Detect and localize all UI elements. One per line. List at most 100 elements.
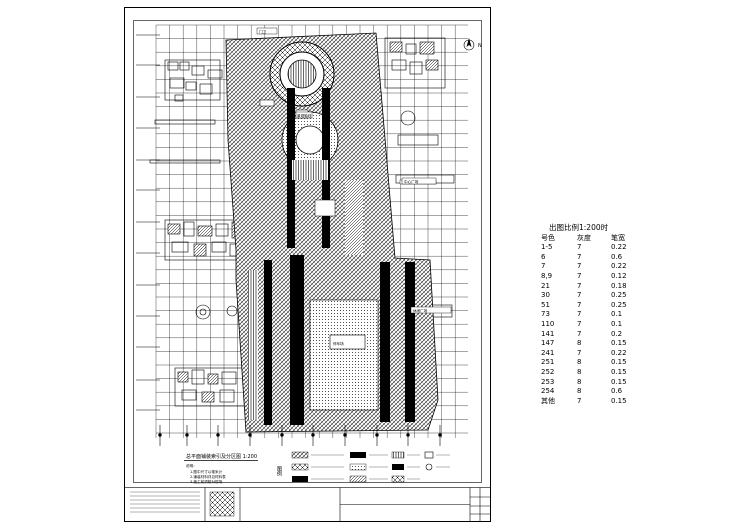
note-line-1: 说明：	[186, 463, 197, 468]
pen-table-row: 253 8 0.15	[541, 378, 651, 388]
pen-table-row: 251 8 0.15	[541, 358, 651, 368]
pen-gray: 8	[577, 367, 582, 376]
north-label: N	[478, 43, 482, 49]
header-color-no: 号色	[541, 233, 555, 242]
pen-table-row: 147 8 0.15	[541, 339, 651, 349]
pen-table-row: 30 7 0.25	[541, 291, 651, 301]
pen-color-no: 73	[541, 310, 550, 319]
pen-gray: 7	[577, 243, 582, 252]
pen-gray: 7	[577, 291, 582, 300]
pen-width: 0.6	[611, 252, 623, 261]
plan-caption: 总平面铺装索引及分区图 1:200	[186, 453, 257, 460]
bottom-index-ticks	[158, 425, 442, 446]
header-gray: 灰度	[577, 233, 591, 242]
pen-gray: 7	[577, 319, 582, 328]
legend: 图例	[276, 451, 450, 483]
plan-caption-block: 总平面铺装索引及分区图 1:200 说明： 1.图中尺寸以毫米计 2.铺装材料详…	[184, 453, 258, 484]
pen-width: 0.15	[611, 339, 627, 348]
note-line-4: 3.施工前须核对现场	[190, 479, 223, 484]
tag-leisure: 休闲广场	[413, 308, 428, 313]
pen-color-no: 251	[541, 358, 555, 367]
index-dot	[280, 433, 284, 437]
pen-width: 0.1	[611, 310, 623, 319]
pen-width: 0.12	[611, 271, 627, 280]
west-buildings	[149, 59, 266, 407]
tag-gate: 门卫	[259, 29, 267, 34]
note-line-3: 2.铺装材料详见材料表	[190, 474, 226, 479]
index-dot	[185, 433, 189, 437]
pen-color-no: 110	[541, 319, 555, 328]
axis-paving	[248, 88, 437, 425]
pen-width: 0.22	[611, 348, 627, 357]
pen-width: 0.22	[611, 243, 627, 252]
pen-width: 0.18	[611, 281, 627, 290]
pen-color-no: 254	[541, 387, 555, 396]
pen-gray: 7	[577, 300, 582, 309]
plan-tags: 门卫 景观轴线 中心广场 休闲广场 停车场	[256, 27, 452, 346]
pen-width: 0.15	[611, 358, 627, 367]
legend-title: 图例	[276, 466, 282, 477]
pen-width: 0.22	[611, 262, 627, 271]
pen-table-row: 其他 7 0.15	[541, 397, 651, 407]
index-dot	[158, 433, 162, 437]
pen-color-no: 51	[541, 300, 550, 309]
pen-color-no: 253	[541, 377, 555, 386]
pen-width: 0.25	[611, 291, 627, 300]
pen-color-no: 1-5	[541, 243, 553, 252]
pen-width: 0.2	[611, 329, 623, 338]
index-dot	[406, 433, 410, 437]
pen-gray: 7	[577, 310, 582, 319]
pen-gray: 7	[577, 252, 582, 261]
pen-color-no: 21	[541, 281, 550, 290]
pen-width: 0.15	[611, 396, 627, 405]
tag-parking: 停车场	[333, 341, 344, 346]
pen-gray: 8	[577, 339, 582, 348]
index-dot	[216, 433, 220, 437]
index-dot	[248, 433, 252, 437]
note-line-2: 1.图中尺寸以毫米计	[190, 469, 223, 474]
pen-gray: 8	[577, 377, 582, 386]
pen-gray: 8	[577, 358, 582, 367]
pen-gray: 7	[577, 281, 582, 290]
pen-width: 0.15	[611, 377, 627, 386]
pen-width: 0.1	[611, 319, 623, 328]
pen-table-row: 141 7 0.2	[541, 330, 651, 340]
index-dot	[375, 433, 379, 437]
pen-table-title: 出图比例1:200时	[549, 223, 609, 232]
pen-width: 0.15	[611, 367, 627, 376]
pen-table-row: 51 7 0.25	[541, 301, 651, 311]
pen-color-no: 141	[541, 329, 555, 338]
pen-gray: 7	[577, 348, 582, 357]
pen-color-no: 其他	[541, 396, 555, 405]
index-dot	[343, 433, 347, 437]
pen-gray: 7	[577, 262, 582, 271]
pen-table-header: 号色 灰度 笔宽	[541, 234, 651, 244]
pen-width: 0.25	[611, 300, 627, 309]
pen-gray: 7	[577, 396, 582, 405]
pen-table-row: 1-5 7 0.22	[541, 243, 651, 253]
index-dot	[311, 433, 315, 437]
pen-color-no: 147	[541, 339, 555, 348]
header-pen-width: 笔宽	[611, 233, 625, 242]
index-dot	[438, 433, 442, 437]
pen-width: 0.6	[611, 387, 623, 396]
pen-gray: 7	[577, 329, 582, 338]
pen-table-row: 110 7 0.1	[541, 320, 651, 330]
north-arrow: N	[463, 38, 482, 51]
pen-color-no: 6	[541, 252, 546, 261]
left-index-ticks	[136, 34, 160, 411]
pen-color-no: 8,9	[541, 271, 553, 280]
pen-table-row: 21 7 0.18	[541, 282, 651, 292]
pen-table-row: 73 7 0.1	[541, 310, 651, 320]
inner-frame	[133, 20, 482, 483]
title-block	[124, 487, 491, 522]
pen-color-no: 30	[541, 291, 550, 300]
